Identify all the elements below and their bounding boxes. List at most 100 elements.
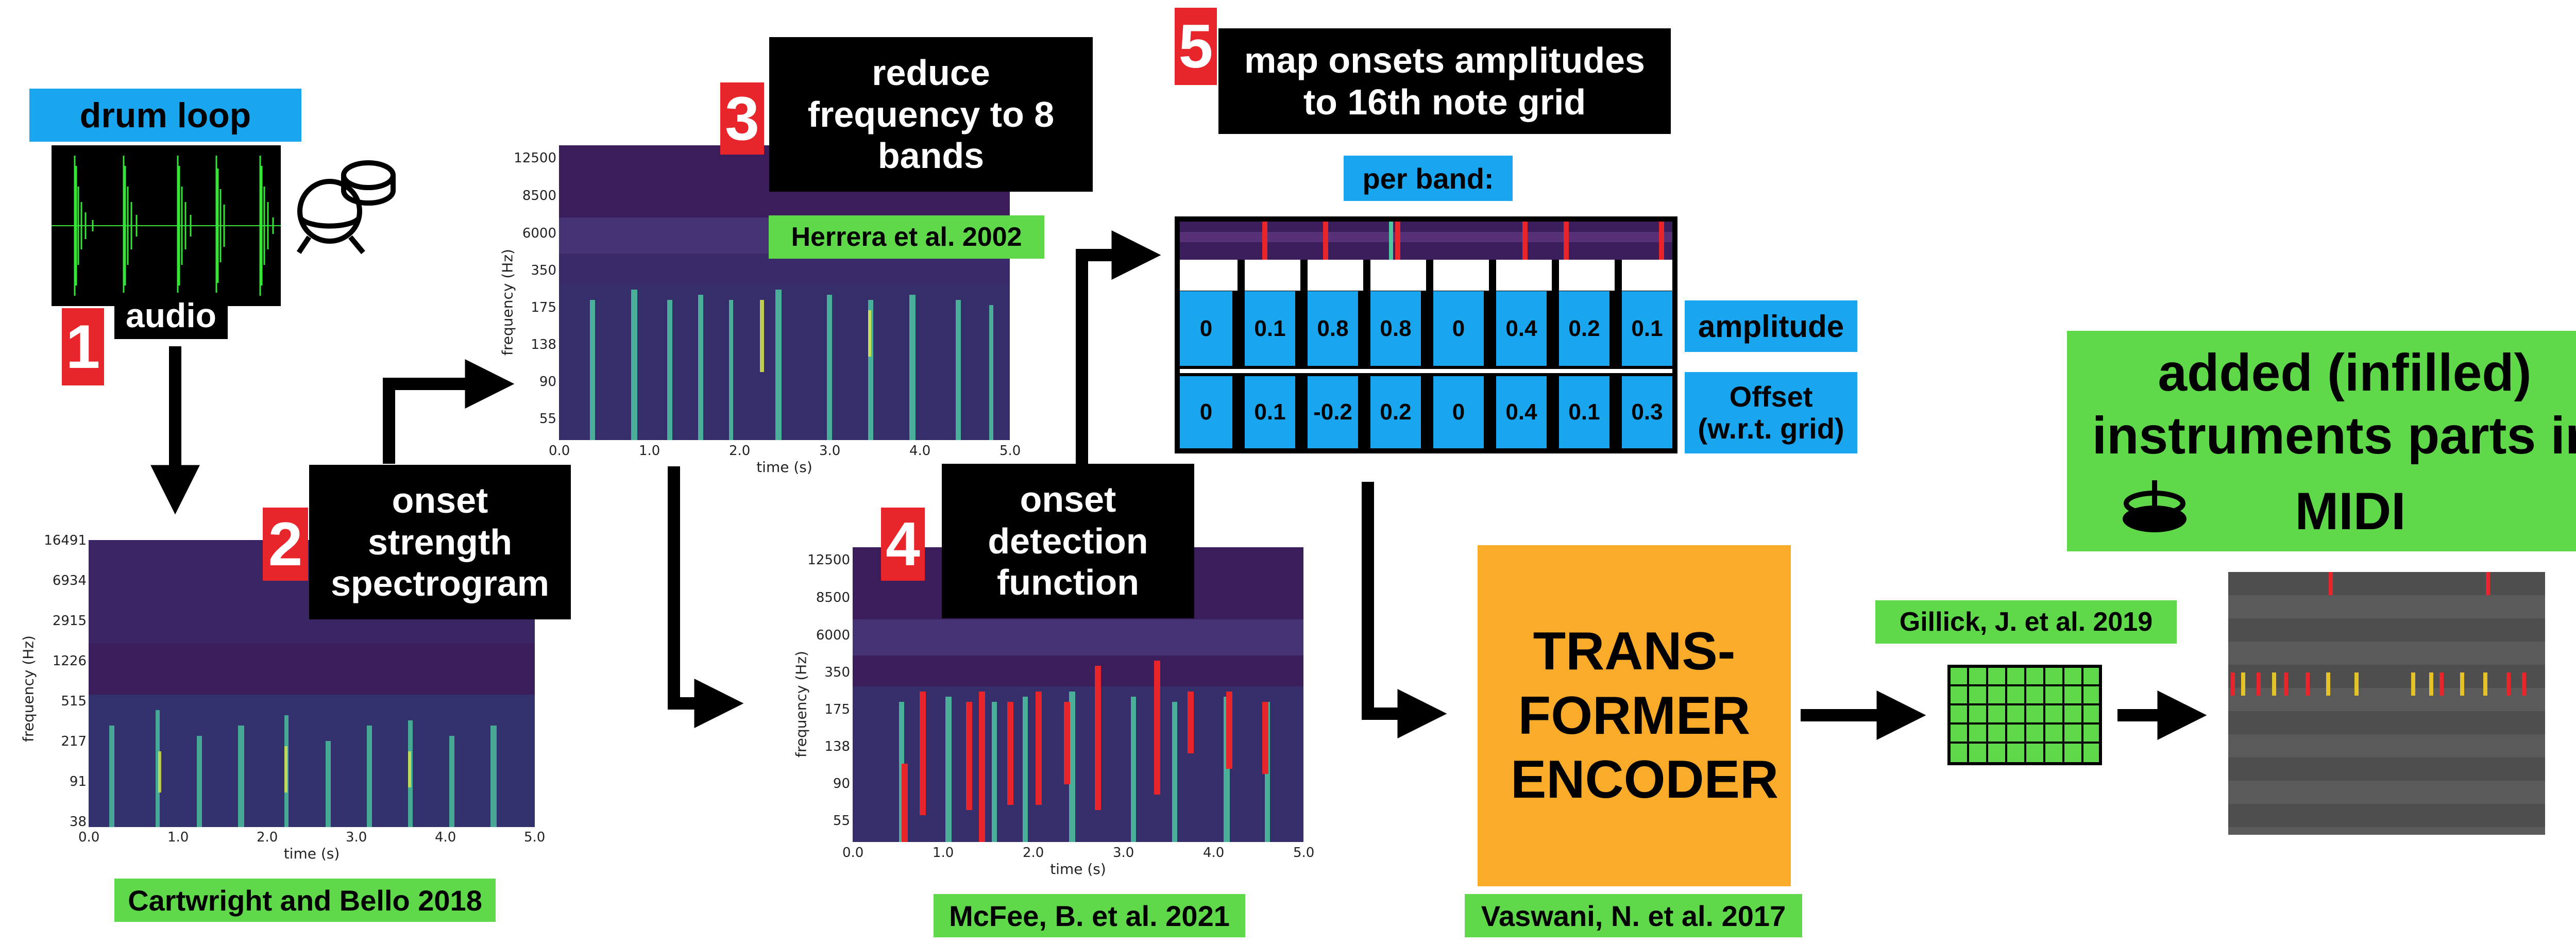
amplitude-cell: 0 — [1433, 291, 1484, 366]
step-3-badge: 3 — [720, 82, 764, 155]
ytick: 12500 — [514, 150, 556, 166]
xtick: 3.0 — [1113, 845, 1134, 861]
drum-loop-label: drum loop — [29, 89, 301, 142]
amplitude-cell: 0.4 — [1496, 291, 1547, 366]
map-onsets-label: map onsets amplitudes to 16th note grid — [1218, 28, 1671, 134]
spectrogram-3-yticks: 12500 8500 6000 350 175 138 90 55 — [793, 541, 850, 850]
xtick: 0.0 — [842, 845, 864, 861]
ytick: 2915 — [52, 613, 87, 629]
ytick: 12500 — [807, 552, 850, 568]
citation-gillick: Gillick, J. et al. 2019 — [1875, 600, 2177, 644]
ytick: 350 — [824, 665, 850, 680]
ytick: 6000 — [816, 628, 850, 643]
onset-detection-label: onset detection function — [942, 464, 1194, 618]
amplitude-label: amplitude — [1685, 300, 1857, 352]
xtick: 1.0 — [167, 830, 189, 845]
ytick: 91 — [69, 774, 87, 789]
xtick: 5.0 — [524, 830, 546, 845]
xtick: 5.0 — [999, 443, 1021, 459]
grid-band-strip — [1180, 222, 1672, 260]
xtick: 0.0 — [549, 443, 570, 459]
arrow-grid-to-transformer — [1362, 482, 1447, 738]
spectrogram-2-xticks: 0.0 1.0 2.0 3.0 4.0 5.0 — [549, 443, 1021, 459]
ytick: 138 — [531, 337, 556, 352]
offset-cell: -0.2 — [1308, 376, 1358, 448]
citation-mcfee: McFee, B. et al. 2021 — [934, 894, 1245, 937]
drum-kit-icon — [296, 160, 396, 255]
midi-piano-roll — [2228, 572, 2545, 835]
spectrogram-3-xticks: 0.0 1.0 2.0 3.0 4.0 5.0 — [842, 845, 1314, 861]
ytick: 55 — [539, 411, 556, 427]
step-4-badge: 4 — [881, 508, 925, 581]
xtick: 4.0 — [1203, 845, 1225, 861]
xtick: 0.0 — [78, 830, 100, 845]
grid-separators — [1180, 260, 1672, 291]
citation-herrera: Herrera et al. 2002 — [769, 215, 1044, 259]
ytick: 8500 — [816, 590, 850, 605]
ytick: 90 — [539, 374, 556, 390]
xtick: 5.0 — [1293, 845, 1315, 861]
offset-cell: 0.1 — [1559, 376, 1609, 448]
spectrogram-1-xticks: 0.0 1.0 2.0 3.0 4.0 5.0 — [78, 830, 545, 845]
row-divider — [1180, 369, 1672, 373]
offset-cell: 0.2 — [1370, 376, 1421, 448]
onset-grid: 0 0.1 0.8 0.8 0 0.4 0.2 0.1 0 0.1 -0.2 0… — [1175, 216, 1677, 453]
ytick: 350 — [531, 263, 556, 278]
added-parts-label: added (infilled) instruments parts in — [2092, 343, 2576, 465]
spectrogram-1-yticks: 16491 6934 2915 1226 515 217 91 38 — [35, 531, 87, 840]
waveform-thumbnail — [52, 145, 281, 306]
cymbal-icon — [2123, 480, 2187, 532]
xtick: 1.0 — [933, 845, 954, 861]
midi-label: MIDI — [2295, 482, 2406, 541]
spectrogram-2-yticks: 12500 8500 6000 350 175 138 90 55 — [500, 139, 556, 448]
offset-cell: 0.1 — [1245, 376, 1295, 448]
citation-cartwright: Cartwright and Bello 2018 — [114, 879, 496, 922]
spectrogram-1-xlabel: time (s) — [283, 845, 340, 862]
onset-strength-label: onset strength spectrogram — [309, 465, 571, 619]
ytick: 6934 — [52, 573, 87, 588]
citation-vaswani: Vaswani, N. et al. 2017 — [1465, 894, 1802, 937]
ytick: 6000 — [522, 226, 556, 241]
arrow-spec2-to-spec3 — [668, 466, 744, 728]
ytick: 55 — [833, 813, 850, 829]
offset-label-line1: Offset — [1729, 380, 1813, 413]
ytick: 16491 — [44, 533, 87, 548]
offset-label-line2: (w.r.t. grid) — [1698, 412, 1844, 445]
offset-cell: 0 — [1433, 376, 1484, 448]
reduce-frequency-label: reduce frequency to 8 bands — [769, 37, 1093, 192]
ytick: 90 — [833, 776, 850, 792]
step-5-badge: 5 — [1175, 8, 1217, 85]
ytick: 38 — [69, 814, 87, 830]
audio-label: audio — [114, 293, 228, 339]
xtick: 3.0 — [346, 830, 367, 845]
offset-label: Offset (w.r.t. grid) — [1685, 372, 1857, 453]
amplitude-cell: 0.1 — [1622, 291, 1672, 366]
grid-icon — [1947, 665, 2102, 765]
spectrogram-3-xlabel: time (s) — [1050, 861, 1106, 878]
offset-cell: 0.4 — [1496, 376, 1547, 448]
ytick: 8500 — [522, 188, 556, 204]
amplitude-cell: 0.2 — [1559, 291, 1609, 366]
xtick: 1.0 — [639, 443, 660, 459]
ytick: 175 — [824, 702, 850, 717]
transformer-label: TRANS- FORMER ENCODER — [1511, 621, 1779, 810]
amplitude-cell: 0.8 — [1308, 291, 1358, 366]
ytick: 217 — [61, 734, 87, 749]
offset-cell: 0 — [1180, 376, 1232, 448]
ytick: 138 — [824, 739, 850, 754]
arrow-spec3-to-grid — [1076, 230, 1161, 469]
step-1-badge: 1 — [62, 308, 104, 385]
xtick: 4.0 — [435, 830, 456, 845]
xtick: 2.0 — [729, 443, 751, 459]
ytick: 175 — [531, 300, 556, 315]
per-band-label: per band: — [1344, 156, 1513, 201]
step-2-badge: 2 — [263, 508, 308, 581]
xtick: 4.0 — [909, 443, 931, 459]
amplitude-cell: 0.8 — [1370, 291, 1421, 366]
amplitude-cell: 0 — [1180, 291, 1232, 366]
xtick: 3.0 — [819, 443, 841, 459]
ytick: 515 — [61, 694, 87, 709]
offset-cell: 0.3 — [1622, 376, 1672, 448]
transformer-encoder-box: TRANS- FORMER ENCODER — [1478, 545, 1791, 886]
